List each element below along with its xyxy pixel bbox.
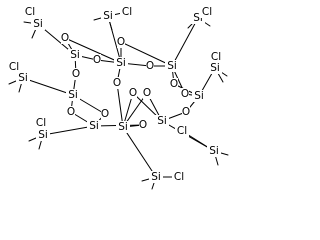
- atom-label-tcl7: Cl: [174, 171, 184, 183]
- atom-label-o3: O: [146, 60, 154, 72]
- atom-background-o6: [170, 78, 178, 90]
- atom-label-o6: O: [170, 78, 178, 90]
- atom-background-o8: [129, 87, 137, 99]
- atom-label-o12: O: [101, 108, 109, 120]
- atom-label-si5: Si: [194, 90, 204, 102]
- atom-label-si4: Si: [68, 89, 78, 101]
- atom-background-tcl5: [209, 51, 223, 63]
- atom-label-si7: Si: [118, 121, 128, 133]
- atom-label-o8: O: [129, 87, 137, 99]
- atom-background-si3: [165, 60, 179, 72]
- atom-background-tcl1: [23, 6, 37, 18]
- atom-label-tsi5: Si: [210, 62, 220, 74]
- bond-si4-tsi4: [22, 77, 74, 96]
- atom-label-tsi3: Si: [193, 12, 203, 24]
- bond-o1-si2: [64, 37, 122, 64]
- atom-label-si8: Si: [157, 115, 167, 127]
- atom-label-tcl5: Cl: [211, 51, 221, 63]
- atom-background-tsi5: [208, 62, 222, 74]
- atom-background-tcl4: [7, 61, 21, 73]
- atom-background-tcl6: [34, 117, 48, 129]
- atom-label-o10: O: [181, 88, 189, 100]
- atom-background-si5: [192, 90, 206, 102]
- atom-label-si3: Si: [167, 60, 177, 72]
- atom-background-si2: [114, 57, 128, 69]
- atom-background-tsi4: [16, 72, 30, 84]
- atom-background-si4: [66, 89, 80, 101]
- atom-label-tcl8: Cl: [177, 125, 187, 137]
- atom-label-tcl1: Cl: [25, 6, 35, 18]
- atom-label-tsi1: Si: [33, 18, 43, 30]
- atom-label-si1: Si: [70, 49, 80, 61]
- atom-background-o12: [101, 108, 109, 120]
- atom-background-o11: [67, 106, 75, 118]
- atom-background-tcl7: [172, 171, 186, 183]
- atom-background-o13: [139, 119, 147, 131]
- atom-background-si1: [68, 49, 82, 61]
- atom-label-tsi2: Si: [103, 10, 113, 22]
- atom-label-tsi6: Si: [38, 129, 48, 141]
- atom-label-tcl4: Cl: [9, 61, 19, 73]
- atom-background-si7: [116, 121, 130, 133]
- atom-background-tsi6: [36, 129, 50, 141]
- atom-background-o10: [181, 88, 189, 100]
- atom-background-o7: [113, 77, 121, 89]
- bond-si6-tsi6: [42, 125, 95, 136]
- atom-background-o1: [61, 32, 69, 44]
- atom-background-tsi1: [31, 18, 45, 30]
- atom-label-o4: O: [72, 68, 80, 80]
- atom-background-si6: [87, 120, 101, 132]
- atom-background-o4: [72, 68, 80, 80]
- atom-label-o1: O: [61, 32, 69, 44]
- atom-label-o7: O: [113, 77, 121, 89]
- atom-label-o9: O: [143, 87, 151, 99]
- atom-label-tsi4: Si: [18, 72, 28, 84]
- atom-label-tcl3: Cl: [202, 6, 212, 18]
- atom-label-o13: O: [139, 119, 147, 131]
- bond-o5-si3: [120, 41, 173, 67]
- bond-si3-tsi3: [171, 17, 199, 67]
- atom-background-si8: [155, 115, 169, 127]
- atom-label-o11: O: [67, 106, 75, 118]
- atom-label-o14: O: [182, 106, 190, 118]
- atom-background-o9: [143, 87, 151, 99]
- atom-label-tsi7: Si: [151, 171, 161, 183]
- atom-label-o5: O: [117, 36, 125, 48]
- atom-background-tsi7: [149, 171, 163, 183]
- atom-background-o2: [93, 54, 101, 66]
- atom-background-tcl2: [120, 6, 134, 18]
- atom-background-o3: [146, 60, 154, 72]
- atom-label-si2: Si: [116, 57, 126, 69]
- atom-label-si6: Si: [89, 120, 99, 132]
- atom-background-tcl3: [200, 6, 214, 18]
- bond-o7-si7: [116, 82, 124, 128]
- atom-label-tsi8: Si: [209, 145, 219, 157]
- atom-label-tcl2: Cl: [122, 6, 132, 18]
- atom-label-tcl6: Cl: [36, 117, 46, 129]
- bond-si7-tsi7: [122, 126, 157, 178]
- atom-background-o5: [117, 36, 125, 48]
- atom-background-o14: [182, 106, 190, 118]
- atom-background-tsi8: [207, 145, 221, 157]
- atom-label-o2: O: [93, 54, 101, 66]
- atom-background-tcl8: [175, 125, 189, 137]
- atom-background-tsi2: [101, 10, 115, 22]
